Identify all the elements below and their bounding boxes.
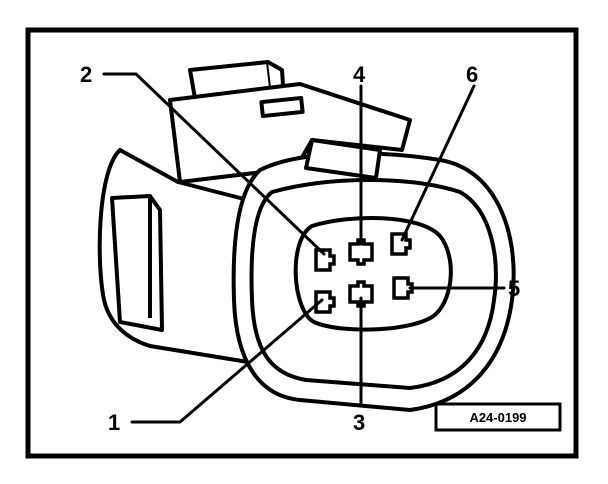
pin-label-1: 1 bbox=[108, 410, 120, 435]
leader-line-1 bbox=[130, 298, 324, 424]
reference-code-box bbox=[434, 402, 562, 432]
pin-terminals bbox=[314, 232, 414, 314]
reference-code: A24-0199 bbox=[469, 410, 526, 425]
pin-terminal-5 bbox=[392, 276, 414, 300]
top-slot bbox=[259, 95, 305, 119]
pin-terminal-6 bbox=[390, 232, 412, 256]
leader-line-2 bbox=[102, 72, 326, 256]
pin-terminal-2 bbox=[314, 248, 336, 272]
pin-terminal-3 bbox=[348, 280, 374, 308]
pin-label-5: 5 bbox=[508, 276, 520, 301]
pin-label-2: 2 bbox=[80, 62, 92, 87]
pin-label-6: 6 bbox=[466, 62, 478, 87]
pin-label-3: 3 bbox=[353, 410, 365, 435]
leader-lines bbox=[102, 72, 506, 424]
pin-label-4: 4 bbox=[353, 62, 366, 87]
connector-housing bbox=[97, 60, 516, 412]
side-latch bbox=[110, 194, 164, 332]
pin-terminal-1 bbox=[314, 290, 336, 314]
pin-terminal-4 bbox=[348, 238, 374, 266]
leader-line-6 bbox=[400, 84, 476, 242]
